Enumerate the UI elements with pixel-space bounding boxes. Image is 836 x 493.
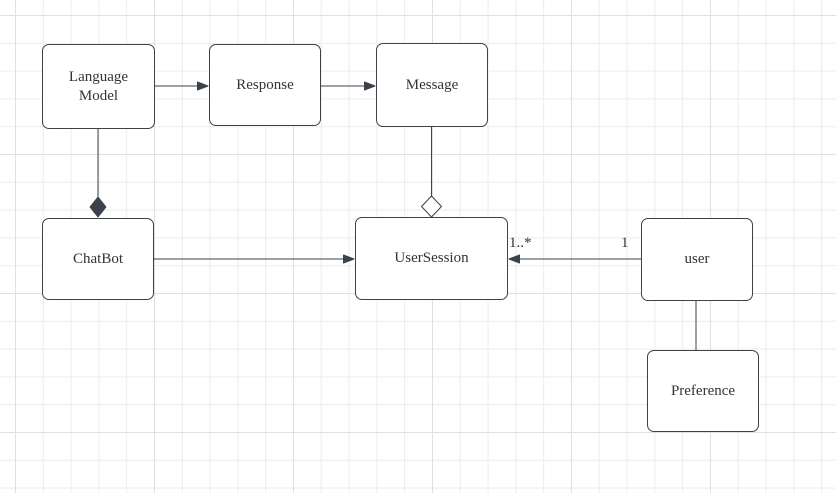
class-node-response[interactable]: Response (209, 44, 321, 126)
class-node-label: Language Model (68, 68, 129, 104)
class-node-label: ChatBot (72, 250, 123, 267)
arrowhead-icon (508, 254, 520, 264)
arrowhead-icon (364, 81, 376, 91)
class-node-language-model[interactable]: Language Model (42, 44, 155, 129)
edge-response-to-message[interactable] (321, 81, 376, 91)
edge-language-model-to-chatbot[interactable] (89, 129, 107, 218)
class-node-message[interactable]: Message (376, 43, 488, 127)
class-node-user[interactable]: user (641, 218, 753, 301)
composition-diamond-icon (89, 196, 107, 218)
edge-chatbot-to-user-session[interactable] (154, 254, 355, 264)
aggregation-diamond-icon (421, 195, 442, 218)
class-node-preference[interactable]: Preference (647, 350, 759, 432)
class-node-chatbot[interactable]: ChatBot (42, 218, 154, 300)
edge-language-model-to-response[interactable] (155, 81, 209, 91)
class-node-label: Message (405, 76, 459, 93)
class-node-label: Preference (670, 382, 736, 399)
arrowhead-icon (197, 81, 209, 91)
class-node-label: Response (236, 76, 294, 93)
arrowhead-icon (343, 254, 355, 264)
edge-message-to-user-session[interactable] (421, 127, 442, 218)
multiplicity-label-user[interactable]: 1 (621, 235, 629, 251)
multiplicity-label-user-session[interactable]: 1..* (509, 235, 532, 251)
class-node-user-session[interactable]: UserSession (355, 217, 508, 300)
edge-user-to-user-session[interactable] (508, 254, 641, 264)
class-node-label: user (684, 251, 710, 268)
class-node-label: UserSession (394, 250, 469, 267)
